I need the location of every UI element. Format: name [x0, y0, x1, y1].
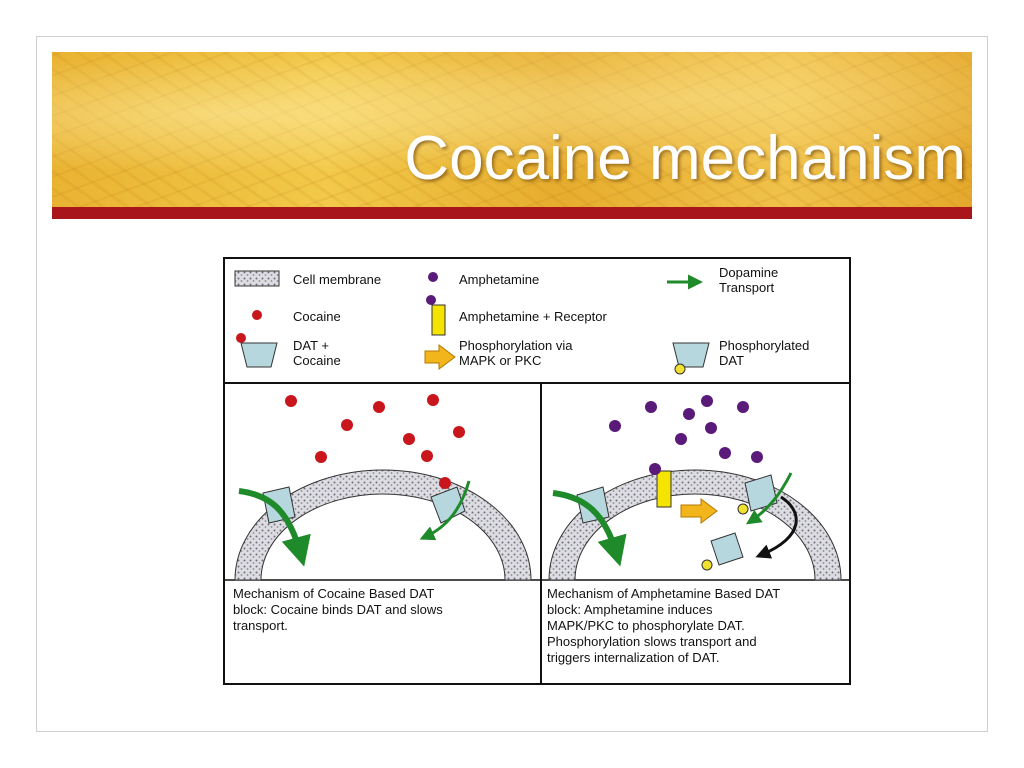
- cocaine-molecule: [341, 419, 353, 431]
- amphetamine-receptor-dot-icon: [426, 295, 436, 305]
- cocaine-molecule: [315, 451, 327, 463]
- left-cocaine-molecules: [285, 394, 465, 489]
- internalized-phosphate: [701, 559, 713, 571]
- legend-label-line: Dopamine: [719, 265, 779, 280]
- right-phosphorylation-arrow: [680, 498, 718, 524]
- legend-label-line: Phosphorylation via: [459, 338, 573, 353]
- amphetamine-molecule: [705, 422, 717, 434]
- amphetamine-molecule: [675, 433, 687, 445]
- legend-label-line: Transport: [719, 280, 775, 295]
- amphetamine-molecule: [751, 451, 763, 463]
- amphetamine-molecule: [737, 401, 749, 413]
- phosphorylated-dat-icon: [672, 342, 710, 368]
- left-cell-membrane: [234, 469, 532, 581]
- right-transport-arrow-2: [746, 472, 793, 525]
- caption-amphetamine: Mechanism of Amphetamine Based DAT block…: [547, 586, 780, 666]
- legend-label-phosphorylation: Phosphorylation via MAPK or PKC: [459, 338, 572, 368]
- caption-line: transport.: [233, 618, 288, 633]
- caption-line: block: Amphetamine induces: [547, 602, 713, 617]
- legend-label-amphetamine: Amphetamine: [459, 272, 540, 287]
- cocaine-molecule: [421, 450, 433, 462]
- legend-label-line: DAT +: [293, 338, 330, 353]
- amphetamine-molecule: [701, 395, 713, 407]
- legend-label-cocaine: Cocaine: [293, 309, 341, 324]
- amphetamine-dot-icon: [428, 272, 438, 282]
- legend-label-cell-membrane: Cell membrane: [293, 272, 382, 287]
- slide-title: Cocaine mechanism: [404, 124, 966, 193]
- right-phosphate: [737, 503, 749, 515]
- legend-label-line: Phosphorylated: [719, 338, 810, 353]
- dat-mechanism-figure: Cell membrane Amphetamine Dopamine Trans…: [223, 257, 851, 685]
- figure-graphic: [225, 270, 849, 683]
- caption-line: triggers internalization of DAT.: [547, 650, 720, 665]
- cocaine-molecule: [373, 401, 385, 413]
- left-dat-2: [430, 486, 466, 524]
- caption-cocaine: Mechanism of Cocaine Based DAT block: Co…: [233, 586, 443, 634]
- amphetamine-molecule: [683, 408, 695, 420]
- phosphorylation-arrow-icon: [424, 344, 456, 370]
- dat-cocaine-icon: [240, 342, 278, 368]
- caption-line: Mechanism of Amphetamine Based DAT: [547, 586, 781, 601]
- right-receptor: [656, 470, 672, 508]
- caption-line: Phosphorylation slows transport and: [547, 634, 757, 649]
- legend-label-line: DAT: [719, 353, 745, 368]
- amphetamine-molecule: [649, 463, 661, 475]
- legend-label-line: MAPK or PKC: [459, 353, 542, 368]
- caption-line: block: Cocaine binds DAT and slows: [233, 602, 443, 617]
- internalized-dat: [710, 532, 744, 566]
- dat-cocaine-dot-icon: [236, 333, 246, 343]
- cocaine-dot-icon: [252, 310, 262, 320]
- cocaine-molecule: [403, 433, 415, 445]
- legend-label-dopamine-transport: Dopamine Transport: [719, 265, 778, 295]
- right-transport-arrow-1: [552, 490, 627, 567]
- caption-line: Mechanism of Cocaine Based DAT: [233, 586, 435, 601]
- right-dat-1: [576, 486, 610, 524]
- legend-label-line: Cocaine: [293, 353, 341, 368]
- cocaine-molecule: [285, 395, 297, 407]
- left-transport-arrow-1: [238, 488, 311, 567]
- cocaine-molecule: [453, 426, 465, 438]
- receptor-icon: [431, 304, 446, 336]
- legend-label-amphetamine-receptor: Amphetamine + Receptor: [459, 309, 607, 324]
- left-transport-arrow-2: [419, 480, 471, 541]
- caption-line: MAPK/PKC to phosphorylate DAT.: [547, 618, 745, 633]
- legend-label-dat-cocaine: DAT + Cocaine: [293, 338, 341, 368]
- cocaine-molecule: [439, 477, 451, 489]
- amphetamine-molecule: [645, 401, 657, 413]
- legend-label-phosphorylated-dat: Phosphorylated DAT: [719, 338, 809, 368]
- title-banner-stripe: [52, 207, 972, 219]
- amphetamine-molecule: [609, 420, 621, 432]
- internalization-arrow: [755, 495, 798, 559]
- membrane-swatch-icon: [234, 270, 280, 287]
- left-dat-1: [262, 486, 296, 524]
- amphetamine-molecule: [719, 447, 731, 459]
- cocaine-molecule: [427, 394, 439, 406]
- right-cell-membrane: [548, 469, 842, 581]
- right-amphetamine-molecules: [609, 395, 763, 475]
- right-phosphorylated-dat: [744, 474, 778, 512]
- phosphate-dot-icon: [674, 363, 686, 375]
- title-banner: [52, 52, 972, 207]
